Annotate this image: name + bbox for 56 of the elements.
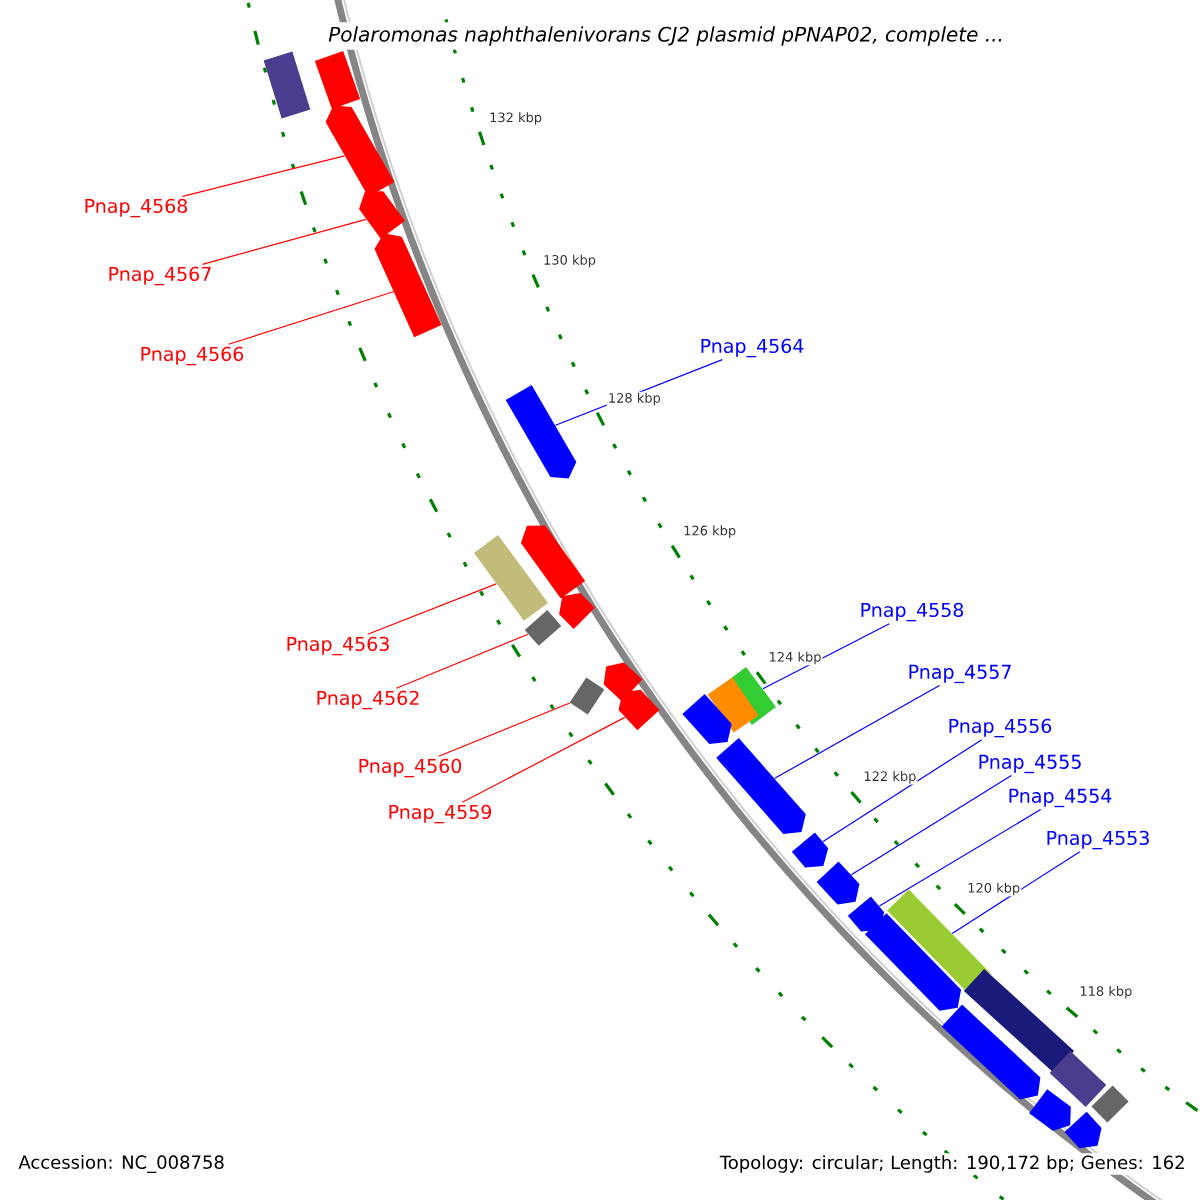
gene-feature: [716, 738, 806, 834]
gene-label: Pnap_4555: [979, 754, 1081, 774]
gene-feature: [707, 677, 759, 733]
gene-feature: [374, 233, 442, 338]
accession-text: Accession: NC_008758: [16, 1153, 227, 1175]
summary-text: Topology: circular; Length: 190,172 bp; Genes: 162: [717, 1153, 1188, 1175]
gene-label: Pnap_4564: [701, 338, 804, 358]
gene-feature: [887, 889, 991, 995]
gene-label: Pnap_4554: [1009, 788, 1112, 808]
leader-line: [228, 291, 394, 345]
gene-feature: [559, 593, 595, 629]
leader-line: [774, 684, 941, 779]
gene-label: Pnap_4556: [949, 718, 1052, 738]
leader-line: [182, 155, 346, 197]
gene-feature: [864, 913, 962, 1011]
leader-line: [461, 716, 626, 803]
leader-line: [951, 851, 1081, 935]
gene-feature: [524, 610, 562, 646]
gene-feature: [603, 662, 643, 702]
gene-feature: [314, 51, 361, 109]
gene-feature: [847, 896, 885, 932]
gene-label: Pnap_4559: [389, 804, 492, 824]
gene-feature: [473, 535, 549, 621]
gene-label: Pnap_4558: [861, 602, 964, 622]
gene-feature: [816, 861, 860, 905]
gene-feature: [1064, 1111, 1102, 1149]
gene-feature: [1049, 1051, 1107, 1107]
gene-feature: [791, 832, 829, 868]
gene-feature: [569, 677, 605, 715]
gene-label: Pnap_4563: [287, 636, 389, 656]
gene-label: Pnap_4567: [109, 266, 211, 286]
gene-feature: [941, 1004, 1041, 1100]
gene-label: Pnap_4562: [317, 690, 419, 710]
leader-line: [762, 623, 890, 690]
leader-line: [822, 739, 983, 843]
leader-line: [367, 583, 497, 635]
gene-label: Pnap_4560: [359, 758, 462, 778]
gene-label: Pnap_4553: [1047, 830, 1149, 850]
gene-label: Pnap_4568: [85, 198, 188, 218]
gene-label: Pnap_4557: [909, 664, 1011, 684]
gene-feature: [963, 968, 1075, 1074]
gene-feature: [682, 693, 732, 745]
leader-line: [395, 633, 529, 689]
gene-feature: [505, 385, 577, 479]
gene-feature: [1029, 1089, 1071, 1131]
gene-feature: [263, 51, 311, 119]
leader-line: [878, 808, 1042, 907]
leader-line: [438, 702, 571, 757]
title: Polaromonas naphthalenivorans CJ2 plasmid pPNAP02, complete ...: [324, 22, 1008, 50]
leader-line: [850, 774, 1012, 876]
gene-feature: [618, 689, 660, 731]
leader-line: [201, 218, 367, 265]
gene-feature: [520, 525, 586, 599]
gene-label: Pnap_4566: [141, 346, 244, 366]
gene-feature: [359, 191, 405, 239]
gene-feature: [1091, 1085, 1129, 1123]
